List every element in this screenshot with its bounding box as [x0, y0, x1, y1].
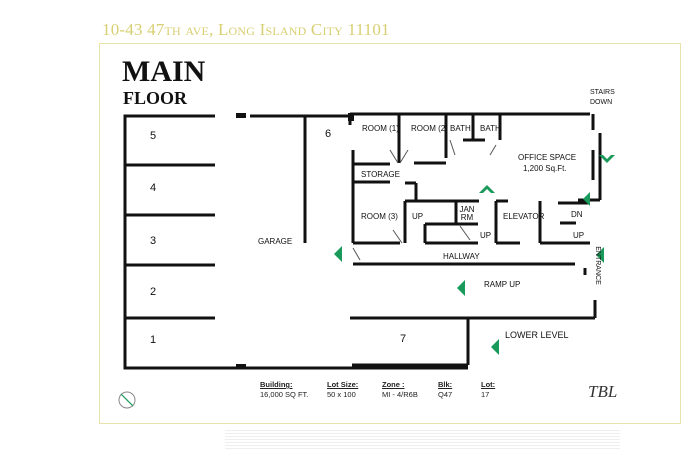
info-value: 50 x 100 [327, 390, 356, 399]
direction-arrow-icons [334, 155, 615, 355]
hallway-label: HALLWAY [443, 252, 480, 261]
room-3-label: ROOM (3) [361, 212, 398, 221]
up-label: UP [412, 212, 424, 221]
info-label: Zone : [382, 380, 405, 389]
ramp-up-label: RAMP UP [484, 280, 521, 289]
info-lot-size: Lot Size:50 x 100 [327, 380, 358, 400]
bath-1-label: BATH [450, 124, 471, 133]
garage-label: GARAGE [258, 237, 293, 246]
info-value: MI - 4/R6B [382, 390, 418, 399]
arrow-left-icon [491, 339, 499, 355]
storage-label: STORAGE [361, 170, 400, 179]
plan-frame [99, 43, 681, 424]
office-area-label: 1,200 Sq.Ft. [523, 164, 567, 173]
arrow-left-icon [334, 246, 342, 262]
room-2-label: ROOM (2) [411, 124, 448, 133]
north-compass-icon [118, 391, 136, 409]
up-label: UP [480, 231, 492, 240]
info-building: Building:16,000 SQ FT. [260, 380, 308, 400]
up-label: UP [573, 231, 585, 240]
elevator-label: ELEVATOR [503, 212, 545, 221]
info-value: 16,000 SQ FT. [260, 390, 309, 399]
arrow-up-icon [479, 185, 495, 193]
tbl-logo: TBL [588, 382, 618, 401]
office-space-label: OFFICE SPACE [518, 153, 577, 162]
bay-3: 3 [150, 235, 157, 247]
arrow-left-icon [457, 280, 465, 296]
disclaimer-fine-print [225, 430, 620, 450]
info-label: Blk: [438, 380, 453, 389]
bay-2: 2 [150, 286, 157, 298]
bay-6: 6 [325, 128, 332, 140]
room-1-label: ROOM (1) [362, 124, 399, 133]
bath-2-label: BATH [480, 124, 501, 133]
lower-level-label: LOWER LEVEL [505, 330, 569, 340]
info-value: 17 [481, 390, 490, 399]
janitor-room-label: JAN RM [459, 205, 475, 222]
address-heading: 10-43 47th ave, Long Island City 11101 [102, 20, 390, 39]
title-floor: FLOOR [123, 88, 188, 108]
info-label: Lot Size: [327, 380, 359, 389]
stairs-down-label: STAIRS DOWN [590, 89, 615, 106]
bay-5: 5 [150, 130, 157, 142]
bay-4: 4 [150, 182, 157, 194]
info-label: Building: [260, 380, 293, 389]
bay-7: 7 [400, 333, 407, 345]
down-label: DN [571, 210, 583, 219]
info-block: Blk:Q47 [438, 380, 452, 400]
arrow-down-icon [599, 155, 615, 163]
bay-1: 1 [150, 334, 157, 346]
info-label: Lot: [481, 380, 496, 389]
arrow-left-icon [596, 247, 604, 263]
info-lot: Lot:17 [481, 380, 495, 400]
entrance-label: ENTRANCE [593, 246, 601, 285]
info-zone: Zone :MI - 4/R6B [382, 380, 418, 400]
info-value: Q47 [438, 390, 453, 399]
arrow-left-icon [583, 192, 590, 206]
title-main: MAIN [122, 55, 206, 88]
